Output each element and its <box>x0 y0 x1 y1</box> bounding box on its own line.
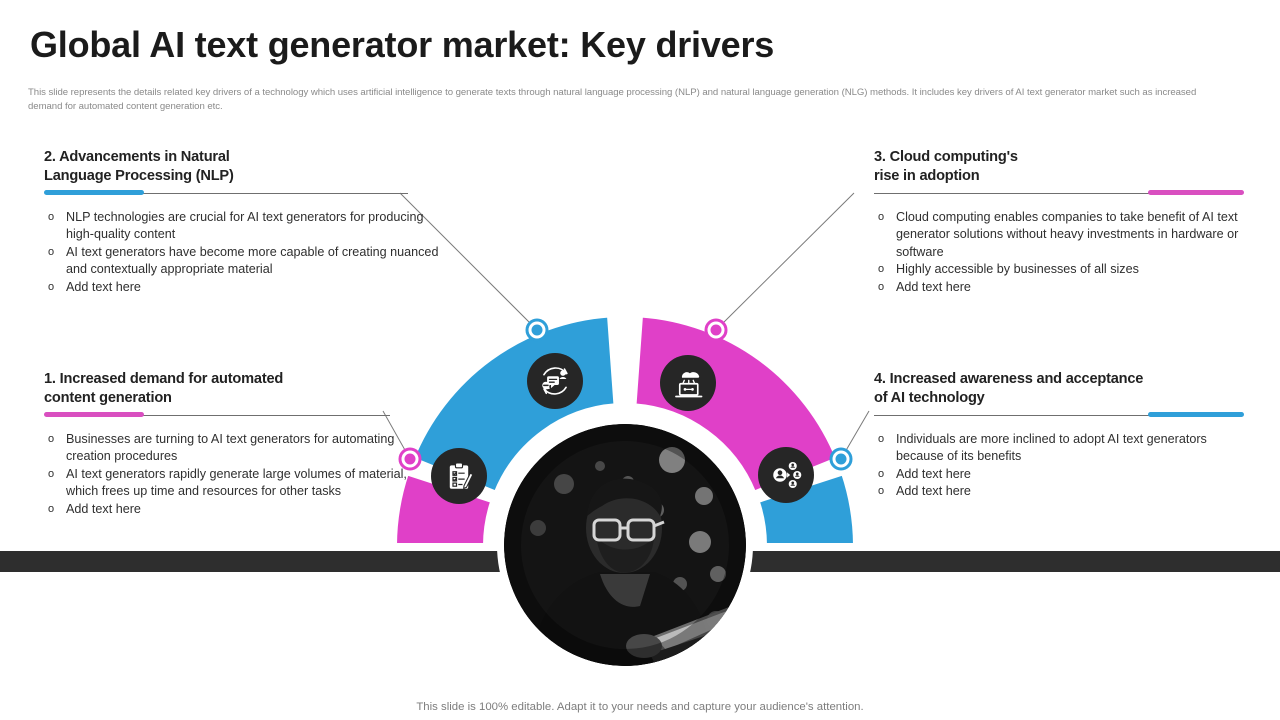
driver-4-heading-line2: of AI technology <box>874 390 985 406</box>
driver-2-rule-accent <box>44 190 144 195</box>
driver-4-heading: 4. Increased awareness and acceptance of… <box>874 370 1244 408</box>
driver-2-rule-line <box>140 193 408 194</box>
list-item: Add text here <box>44 501 439 519</box>
list-item: AI text generators rapidly generate larg… <box>44 466 439 501</box>
nlp-chat-cycle-icon[interactable] <box>527 353 583 409</box>
driver-3-bullets: Cloud computing enables companies to tak… <box>874 209 1244 296</box>
connector-dot-4[interactable] <box>829 447 853 471</box>
driver-3-heading-line2: rise in adoption <box>874 168 980 184</box>
center-photo <box>504 424 746 666</box>
driver-1-bullets: Businesses are turning to AI text genera… <box>44 431 439 518</box>
driver-4-rule-line <box>874 415 1152 416</box>
slide-subtitle: This slide represents the details relate… <box>28 87 1197 112</box>
cloud-laptop-icon-glyph <box>675 372 703 398</box>
driver-4-bullets: Individuals are more inclined to adopt A… <box>874 431 1244 501</box>
list-item: AI text generators have become more capa… <box>44 244 439 279</box>
driver-1-heading-line1: 1. Increased demand for automated <box>44 371 284 387</box>
driver-1-rule-accent <box>44 412 144 417</box>
driver-3-rule-line <box>874 193 1152 194</box>
center-photo-artwork <box>504 424 746 666</box>
nlp-chat-cycle-icon-glyph <box>542 367 568 395</box>
driver-block-2: 2. Advancements in Natural Language Proc… <box>44 148 439 296</box>
driver-2-rule <box>44 189 439 199</box>
driver-block-1: 1. Increased demand for automated conten… <box>44 370 439 518</box>
driver-3-rule <box>874 189 1244 199</box>
people-network-icon[interactable] <box>758 447 814 503</box>
slide-footer-note: This slide is 100% editable. Adapt it to… <box>416 701 864 713</box>
list-item: Add text here <box>44 279 439 297</box>
people-network-icon-glyph <box>773 461 802 489</box>
list-item: Individuals are more inclined to adopt A… <box>874 431 1244 466</box>
connector-dot-3-core <box>710 324 722 336</box>
page-title: Global AI text generator market: Key dri… <box>30 24 775 65</box>
driver-1-heading-line2: content generation <box>44 390 172 406</box>
connector-dot-3[interactable] <box>704 318 728 342</box>
driver-1-rule-line <box>140 415 390 416</box>
clipboard-checklist-icon[interactable] <box>431 448 487 504</box>
driver-3-heading: 3. Cloud computing's rise in adoption <box>874 148 1244 186</box>
list-item: Add text here <box>874 466 1244 484</box>
driver-4-rule <box>874 411 1244 421</box>
clipboard-checklist-icon-glyph <box>449 462 474 489</box>
driver-4-rule-accent <box>1148 412 1244 417</box>
driver-block-3: 3. Cloud computing's rise in adoption Cl… <box>874 148 1244 296</box>
driver-2-heading-line1: 2. Advancements in Natural <box>44 149 230 165</box>
driver-2-heading: 2. Advancements in Natural Language Proc… <box>44 148 439 186</box>
driver-1-heading: 1. Increased demand for automated conten… <box>44 370 439 408</box>
list-item: Highly accessible by businesses of all s… <box>874 261 1244 279</box>
list-item: NLP technologies are crucial for AI text… <box>44 209 439 244</box>
list-item: Cloud computing enables companies to tak… <box>874 209 1244 261</box>
list-item: Add text here <box>874 483 1244 501</box>
driver-2-heading-line2: Language Processing (NLP) <box>44 168 234 184</box>
driver-3-rule-accent <box>1148 190 1244 195</box>
cloud-laptop-icon[interactable] <box>660 355 716 411</box>
connector-dot-2-core <box>531 324 543 336</box>
driver-4-heading-line1: 4. Increased awareness and acceptance <box>874 371 1144 387</box>
driver-block-4: 4. Increased awareness and acceptance of… <box>874 370 1244 501</box>
driver-1-rule <box>44 411 439 421</box>
list-item: Add text here <box>874 279 1244 297</box>
list-item: Businesses are turning to AI text genera… <box>44 431 439 466</box>
connector-dot-2[interactable] <box>525 318 549 342</box>
driver-2-bullets: NLP technologies are crucial for AI text… <box>44 209 439 296</box>
center-photo-ring <box>497 417 753 673</box>
connector-dot-4-core <box>835 453 847 465</box>
driver-3-heading-line1: 3. Cloud computing's <box>874 149 1018 165</box>
